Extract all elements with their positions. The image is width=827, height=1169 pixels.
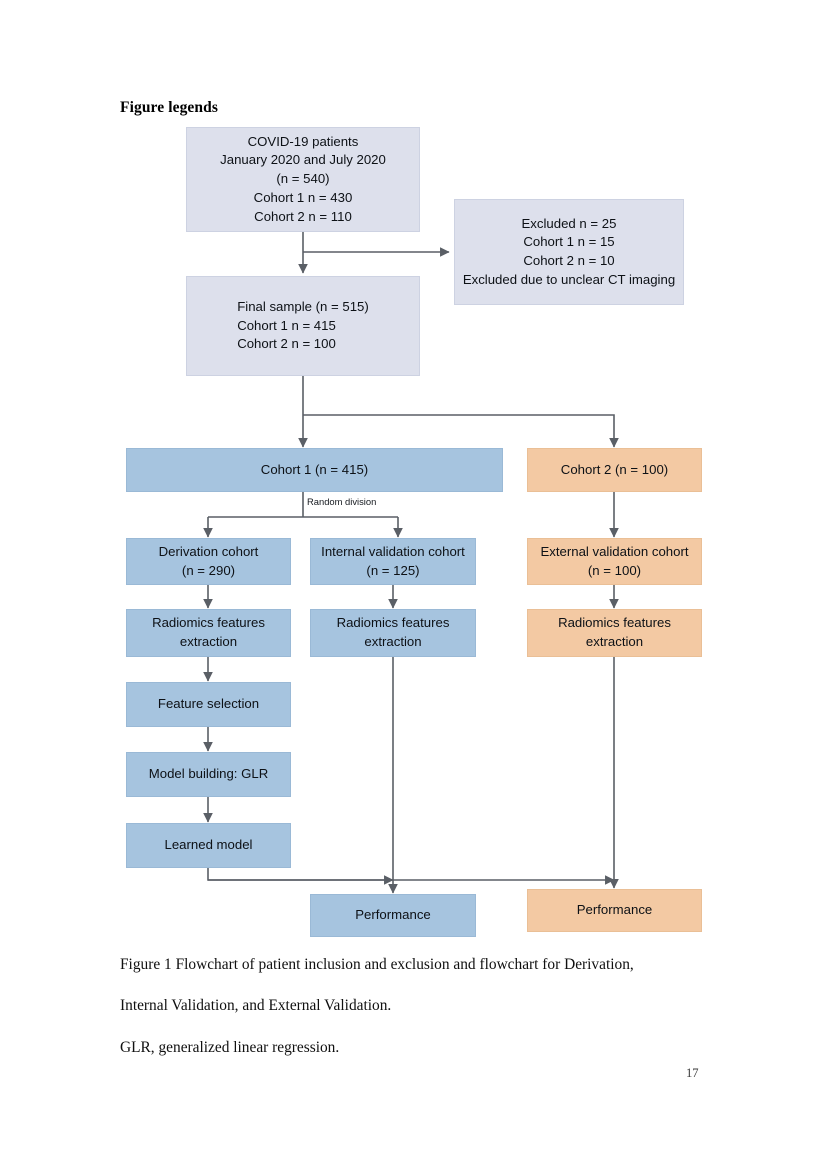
node-radiomics-features-derivation: Radiomics features extraction — [126, 609, 291, 657]
caption-line-1: Figure 1 Flowchart of patient inclusion … — [120, 956, 634, 973]
node-external-validation-cohort: External validation cohort (n = 100) — [527, 538, 702, 585]
node-performance-external: Performance — [527, 889, 702, 932]
node-radiomics-features-external: Radiomics features extraction — [527, 609, 702, 657]
node-cohort-1: Cohort 1 (n = 415) — [126, 448, 503, 492]
node-label: Feature selection — [157, 696, 260, 712]
node-label: Excluded n = 25 Cohort 1 n = 15 Cohort 2… — [462, 215, 676, 287]
node-label: Derivation cohort (n = 290) — [158, 543, 259, 578]
node-label: Radiomics features extraction — [336, 615, 450, 649]
node-final-sample: Final sample (n = 515) Cohort 1 n = 415 … — [186, 276, 420, 376]
figure-caption: Figure 1 Flowchart of patient inclusion … — [120, 955, 720, 1057]
node-label: Internal validation cohort (n = 125) — [321, 543, 465, 578]
node-label: Radiomics features extraction — [558, 615, 671, 649]
node-label: Performance — [576, 902, 653, 918]
node-excluded: Excluded n = 25 Cohort 1 n = 15 Cohort 2… — [454, 199, 684, 305]
node-label: Cohort 1 (n = 415) — [260, 461, 369, 477]
node-label: Final sample (n = 515) Cohort 1 n = 415 … — [237, 298, 369, 352]
node-label: Performance — [355, 907, 431, 923]
node-feature-selection: Feature selection — [126, 682, 291, 727]
edge-label-random-division: Random division — [307, 496, 377, 507]
node-performance-internal: Performance — [310, 894, 476, 937]
node-radiomics-features-internal: Radiomics features extraction — [310, 609, 476, 657]
node-label: Cohort 2 (n = 100) — [560, 461, 669, 477]
node-label: Radiomics features extraction — [152, 615, 265, 649]
node-cohort-2: Cohort 2 (n = 100) — [527, 448, 702, 492]
node-learned-model: Learned model — [126, 823, 291, 868]
caption-line-3: GLR, generalized linear regression. — [120, 1038, 340, 1056]
node-label: External validation cohort (n = 100) — [540, 543, 689, 578]
page-number: 17 — [686, 1066, 699, 1080]
node-label: COVID-19 patients January 2020 and July … — [220, 133, 386, 224]
caption-line-2: Internal Validation, and External Valida… — [120, 997, 392, 1015]
node-source-population: COVID-19 patients January 2020 and July … — [186, 127, 420, 232]
node-model-building: Model building: GLR — [126, 752, 291, 797]
node-label: Learned model — [164, 837, 253, 853]
node-label: Model building: GLR — [148, 766, 269, 782]
node-derivation-cohort: Derivation cohort (n = 290) — [126, 538, 291, 585]
section-heading: Figure legends — [120, 99, 218, 116]
node-internal-validation-cohort: Internal validation cohort (n = 125) — [310, 538, 476, 585]
